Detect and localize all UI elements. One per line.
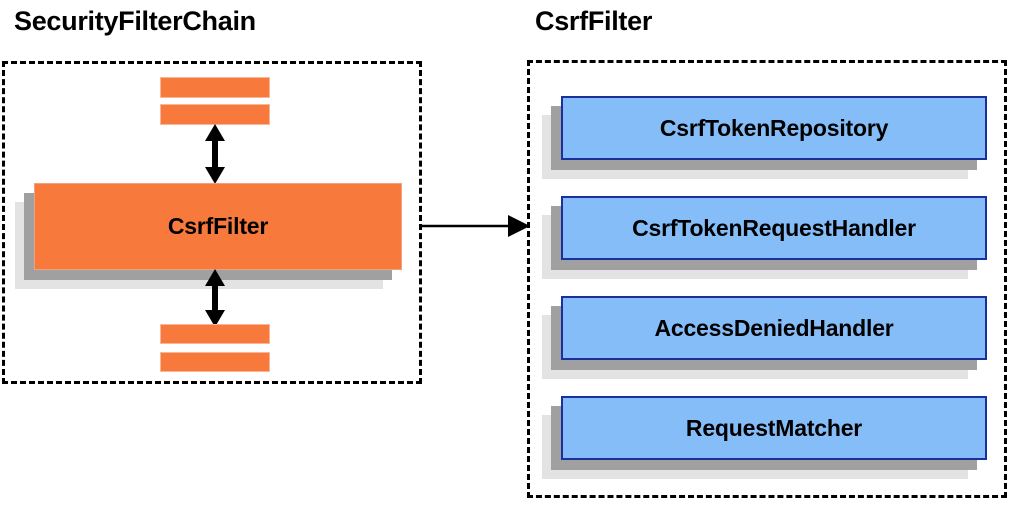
node-csrf-filter[interactable]: CsrfFilter bbox=[15, 183, 402, 289]
node-label-access-denied-handler: AccessDeniedHandler bbox=[561, 296, 987, 360]
panel-title-csrf-filter: CsrfFilter bbox=[535, 6, 653, 36]
node-label-request-matcher: RequestMatcher bbox=[561, 396, 987, 460]
group-box-csrf-filter bbox=[527, 60, 1007, 498]
node-access-denied-handler[interactable]: AccessDeniedHandler bbox=[542, 296, 987, 379]
node-label-csrf-filter: CsrfFilter bbox=[34, 183, 402, 270]
node-request-matcher[interactable]: RequestMatcher bbox=[542, 396, 987, 479]
filter-bar-bottom-2[interactable] bbox=[160, 352, 270, 372]
filter-bar-top-2[interactable] bbox=[160, 104, 270, 125]
panel-title-security-filter-chain: SecurityFilterChain bbox=[14, 6, 256, 36]
node-label-csrf-token-request-handler: CsrfTokenRequestHandler bbox=[561, 196, 987, 260]
node-label-csrf-token-repository: CsrfTokenRepository bbox=[561, 96, 987, 160]
double-arrow-upper bbox=[205, 124, 225, 184]
filter-bar-bottom-1[interactable] bbox=[160, 324, 270, 344]
cross-panel-arrow bbox=[420, 215, 530, 237]
node-csrf-token-repository[interactable]: CsrfTokenRepository bbox=[542, 96, 987, 179]
group-box-security-filter-chain bbox=[2, 61, 422, 384]
double-arrow-lower bbox=[205, 269, 225, 327]
node-csrf-token-request-handler[interactable]: CsrfTokenRequestHandler bbox=[542, 196, 987, 279]
filter-bar-top-1[interactable] bbox=[160, 77, 270, 98]
